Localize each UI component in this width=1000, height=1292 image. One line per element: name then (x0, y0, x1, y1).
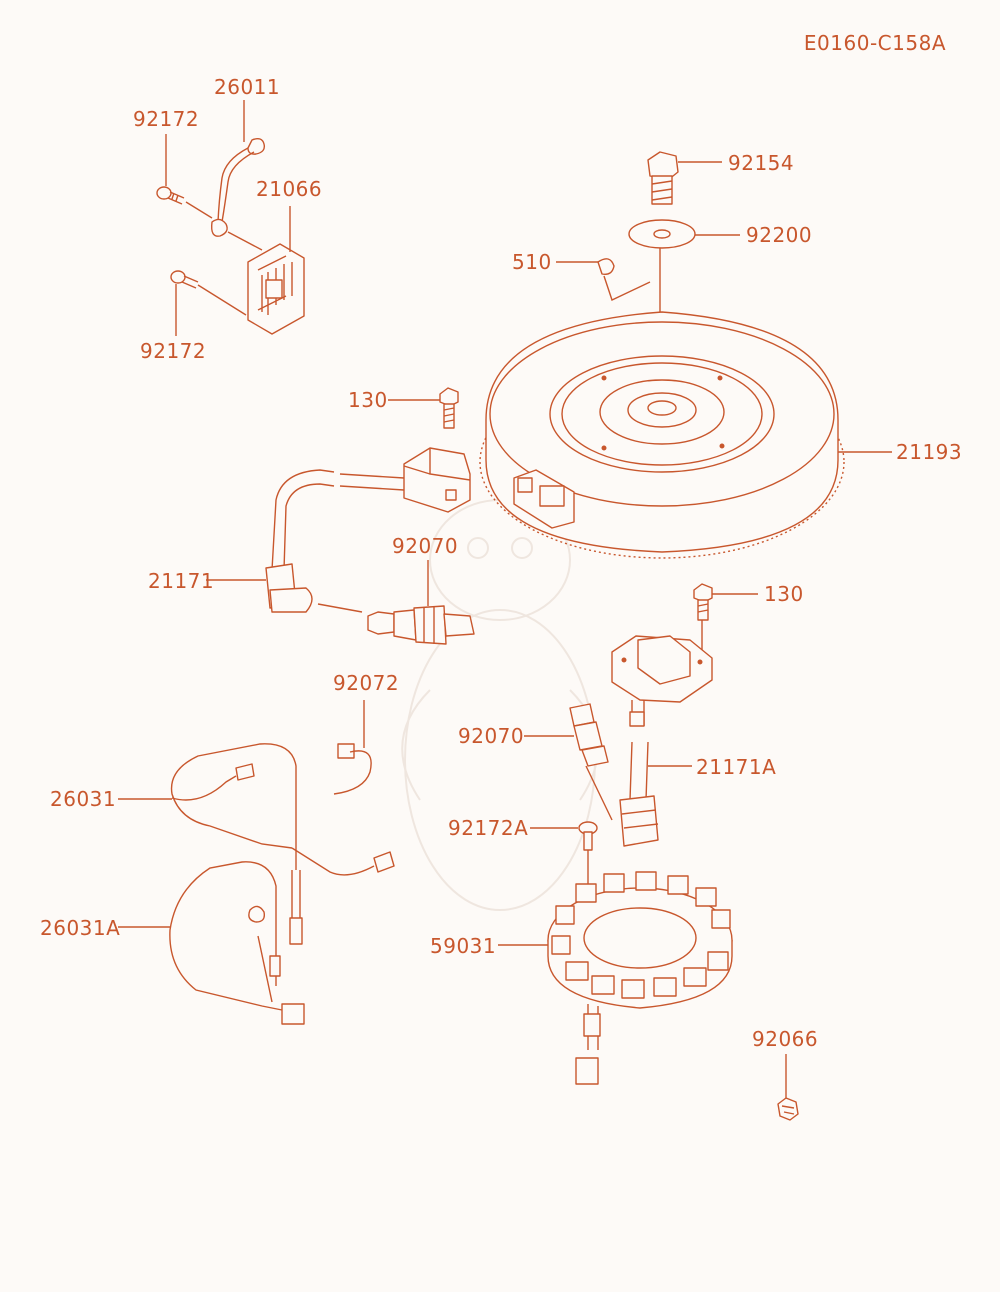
label-26031[interactable]: 26031 (50, 787, 116, 811)
key-510[interactable] (597, 258, 615, 276)
ignition-coil-21171[interactable] (265, 447, 471, 613)
bolt-92154[interactable] (647, 151, 679, 205)
label-92172A[interactable]: 92172A (448, 816, 528, 840)
label-92172-bottom[interactable]: 92172 (140, 339, 206, 363)
label-92154[interactable]: 92154 (728, 151, 794, 175)
watermark-mascot (401, 499, 599, 911)
flywheel-21193[interactable] (479, 311, 845, 559)
nut-92066[interactable] (777, 1097, 799, 1121)
label-26011[interactable]: 26011 (214, 75, 280, 99)
clamp-92072[interactable] (333, 743, 372, 795)
regulator-21066[interactable] (247, 243, 305, 335)
label-21171[interactable]: 21171 (148, 569, 214, 593)
screw-130-top[interactable] (439, 387, 459, 429)
spark-plug-92070-top[interactable] (367, 605, 475, 645)
washer-92200[interactable] (628, 219, 696, 249)
label-21171A[interactable]: 21171A (696, 755, 776, 779)
label-130-right[interactable]: 130 (764, 582, 804, 606)
key-to-shaft-guide (603, 275, 651, 301)
leader-screw-to-wire (185, 201, 213, 219)
diagram-code: E0160-C158A (804, 31, 946, 55)
leader-coil-to-plug (317, 603, 363, 613)
label-130-top[interactable]: 130 (348, 388, 388, 412)
leader-screw-to-regulator (197, 284, 247, 316)
stator-poles (551, 871, 731, 999)
spark-plug-92070-mid[interactable] (569, 703, 613, 821)
ground-wire-26011[interactable] (210, 137, 266, 237)
screw-130-right[interactable] (693, 583, 713, 621)
label-92200[interactable]: 92200 (746, 223, 812, 247)
label-92072[interactable]: 92072 (333, 671, 399, 695)
leader-wire-to-regulator (227, 231, 263, 251)
label-21066[interactable]: 21066 (256, 177, 322, 201)
label-92066[interactable]: 92066 (752, 1027, 818, 1051)
wire-harness-26031A[interactable] (169, 861, 305, 1025)
screw-92172A[interactable] (578, 821, 598, 851)
label-59031[interactable]: 59031 (430, 934, 496, 958)
label-26031A[interactable]: 26031A (40, 916, 120, 940)
label-92172-top[interactable]: 92172 (133, 107, 199, 131)
stator-59031[interactable] (547, 871, 733, 1085)
label-21193[interactable]: 21193 (896, 440, 962, 464)
label-92070-mid[interactable]: 92070 (458, 724, 524, 748)
label-92070-top[interactable]: 92070 (392, 534, 458, 558)
screw-92172-bottom[interactable] (170, 270, 199, 289)
screw-92172-top[interactable] (156, 186, 185, 205)
ignition-coil-21171A[interactable] (611, 635, 713, 847)
label-510[interactable]: 510 (512, 250, 552, 274)
wire-harness-26031[interactable] (170, 743, 395, 945)
